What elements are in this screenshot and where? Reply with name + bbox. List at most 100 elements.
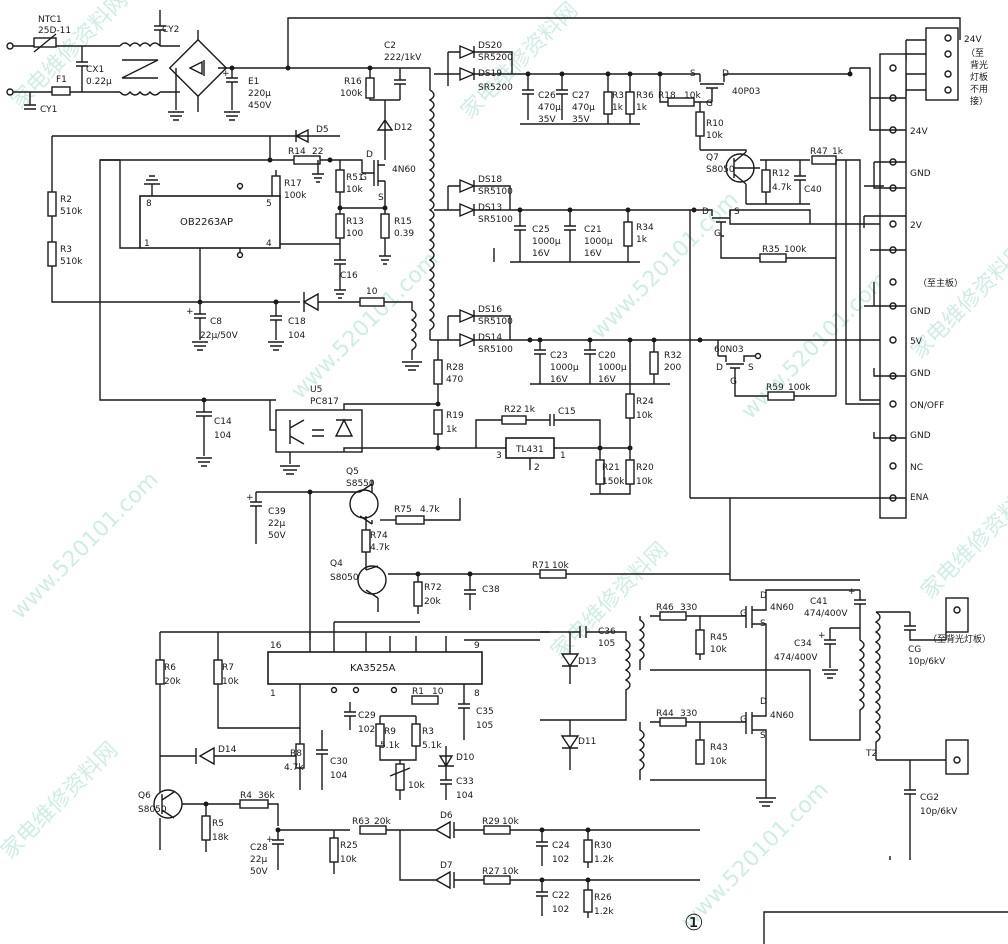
backlight-24v-connector: 24V （至 背光 灯板 不用 接） [905,27,988,107]
r1-label: R1 [412,687,424,697]
c27-voltage: 35V [572,115,590,125]
pin-label: GND [910,369,931,379]
r30-value: 1.2k [594,855,614,865]
c20-voltage: 16V [598,375,616,385]
r19-value: 1k [446,425,458,435]
svg-text:G: G [730,377,737,387]
r18-label: R18 [658,91,676,101]
r22-value: 1k [524,405,536,415]
c41-value: 474/400V [804,609,848,619]
svg-text:1: 1 [270,689,276,699]
fuse-label: F1 [56,75,67,85]
c2-value: 222/1kV [384,53,422,63]
c16-label: C16 [340,271,358,281]
r16-label: R16 [344,77,362,87]
svg-text:G: G [714,229,721,239]
c38-label: C38 [482,585,500,595]
q4-label: Q4 [330,559,343,569]
pin-label: 5V [910,337,923,347]
r59-value: 100k [788,383,811,393]
r20-value: 10k [636,477,653,487]
r35-label: R35 [762,245,780,255]
r12-value: 4.7k [772,183,792,193]
pin-label: GND [910,169,931,179]
r35-value: 100k [784,245,807,255]
c34-value: 474/400V [774,653,818,663]
ntc1-value: 25D-11 [38,26,71,36]
q5-value: S8550 [346,479,375,489]
svg-text:D: D [366,150,373,160]
c15-label: C15 [558,407,576,417]
cg2-label: CG2 [920,793,939,803]
c39-voltage: 50V [268,531,286,541]
e1-label: E1 [248,77,259,87]
ob2263-ic: OB2263AP [180,217,233,228]
ds16-label: DS16 [478,305,502,315]
r2-value: 510k [60,207,83,217]
ds14-label: DS14 [478,333,502,343]
r25-label: R25 [340,841,358,851]
cx1-label: CX1 [86,65,104,75]
pin-label: NC [910,463,923,473]
c41-label: C41 [810,597,828,607]
svg-text:G: G [740,715,747,725]
r3-label: R3 [422,727,434,737]
r74-value: 4.7k [370,543,390,553]
pin-label: GND [910,431,931,441]
r8-value: 4.7k [284,763,304,773]
q4-value: S8050 [330,573,359,583]
svg-text:+: + [186,307,194,317]
c23-value: 1000μ [550,363,579,373]
c33-label: C33 [456,777,474,787]
d7-label: D7 [440,861,453,871]
sr5200a-label: SR5200 [478,53,513,63]
sr5100d-label: SR5100 [478,345,513,355]
c26-voltage: 35V [538,115,556,125]
page-marker: ① [684,911,704,936]
cg-label: CG [908,645,921,655]
c22-value: 102 [552,905,569,915]
r47-value: 1k [832,147,844,157]
svg-text:G: G [360,173,367,183]
r31-value: 1k [612,103,624,113]
r6-label: R6 [164,663,176,673]
svg-text:（至: （至 [966,48,984,59]
ka3525a-ic: KA3525A [350,663,396,674]
r7-label: R7 [222,663,234,673]
connector-pin [889,336,897,344]
r4-value: 36k [258,791,275,801]
c25-voltage: 16V [532,249,550,259]
enable-circuit: + C39 22μ 50V Q5 S8550 R75 4.7k R74 4.7k… [246,467,730,640]
svg-text:D: D [702,207,709,217]
c36-label: C36 [598,627,616,637]
connector-pin [889,462,897,470]
r43-value: 10k [710,757,727,767]
u5-label: U5 [310,385,322,395]
half-bridge-section: C36 105 D13 D11 R46 330 R45 10k G D S 4N… [540,587,991,860]
c21-voltage: 16V [584,249,602,259]
svg-text:D: D [760,591,767,601]
pin-label: ENA [910,493,929,503]
r36-label: R36 [636,91,654,101]
q7-value: S8050 [706,165,735,175]
u5-value: PC817 [310,397,339,407]
output-2v-section: DS18 SR5100 DS13 SR5100 C25 1000μ 16V C2… [434,160,906,263]
connector-pin [889,400,897,408]
r13-value: 100 [346,229,363,239]
r21-value: 150k [602,477,625,487]
d12-label: D12 [394,123,412,133]
r4-label: R4 [240,791,252,801]
r32-value: 200 [664,363,681,373]
svg-text:3: 3 [496,451,502,461]
r45-value: 10k [710,645,727,655]
r51-value: 10k [346,185,363,195]
r46-label: R46 [656,603,674,613]
c24-value: 102 [552,855,569,865]
c18-label: C18 [288,317,306,327]
svg-text:8: 8 [474,689,480,699]
svg-text:不用: 不用 [970,84,988,95]
r17-label: R17 [284,179,302,189]
r3-label: R3 [60,245,72,255]
c21-label: C21 [584,225,602,235]
